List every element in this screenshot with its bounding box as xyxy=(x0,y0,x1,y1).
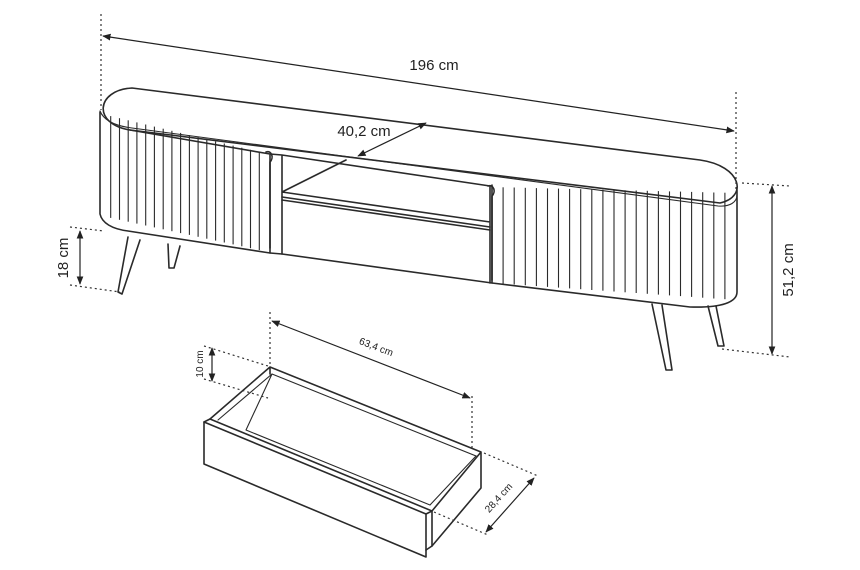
right-door-handle xyxy=(487,184,495,281)
left-door-slats xyxy=(110,116,260,251)
height-label: 51,2 cm xyxy=(780,243,797,296)
drawer-front-panel xyxy=(203,421,427,558)
drawer-inner xyxy=(217,373,477,506)
drawer-front-thickness xyxy=(203,418,433,551)
drawer-width-dimension: 63,4 cm xyxy=(269,312,473,450)
depth-dimension: 40,2 cm xyxy=(337,122,427,157)
drawer-height-dimension: 10 cm xyxy=(195,345,269,399)
right-door xyxy=(491,184,738,308)
tv-stand-base xyxy=(269,252,493,284)
drawer-height-label: 10 cm xyxy=(195,350,206,377)
leg-front-right xyxy=(651,303,673,371)
leg-back-right xyxy=(707,305,725,347)
height-dimension: 51,2 cm xyxy=(721,182,797,358)
center-drawer-front xyxy=(281,196,491,231)
leg-height-dimension: 18 cm xyxy=(55,226,121,293)
width-dimension: 196 cm xyxy=(100,14,737,190)
drawer-depth-label: 28,4 cm xyxy=(483,481,515,515)
drawer-depth-dimension: 28,4 cm xyxy=(433,452,539,536)
leg-back-left xyxy=(167,243,181,269)
left-door xyxy=(99,111,271,254)
left-door-handle xyxy=(265,150,273,249)
leg-height-label: 18 cm xyxy=(55,238,72,279)
width-label: 196 cm xyxy=(409,57,458,74)
leg-front-left xyxy=(117,236,141,295)
center-compartment xyxy=(269,153,491,284)
tv-stand-top-edge xyxy=(99,110,738,207)
tv-stand xyxy=(99,87,738,371)
drawer xyxy=(203,366,482,558)
right-door-slats xyxy=(502,187,726,300)
drawer-box xyxy=(209,366,482,547)
depth-label: 40,2 cm xyxy=(337,123,390,140)
